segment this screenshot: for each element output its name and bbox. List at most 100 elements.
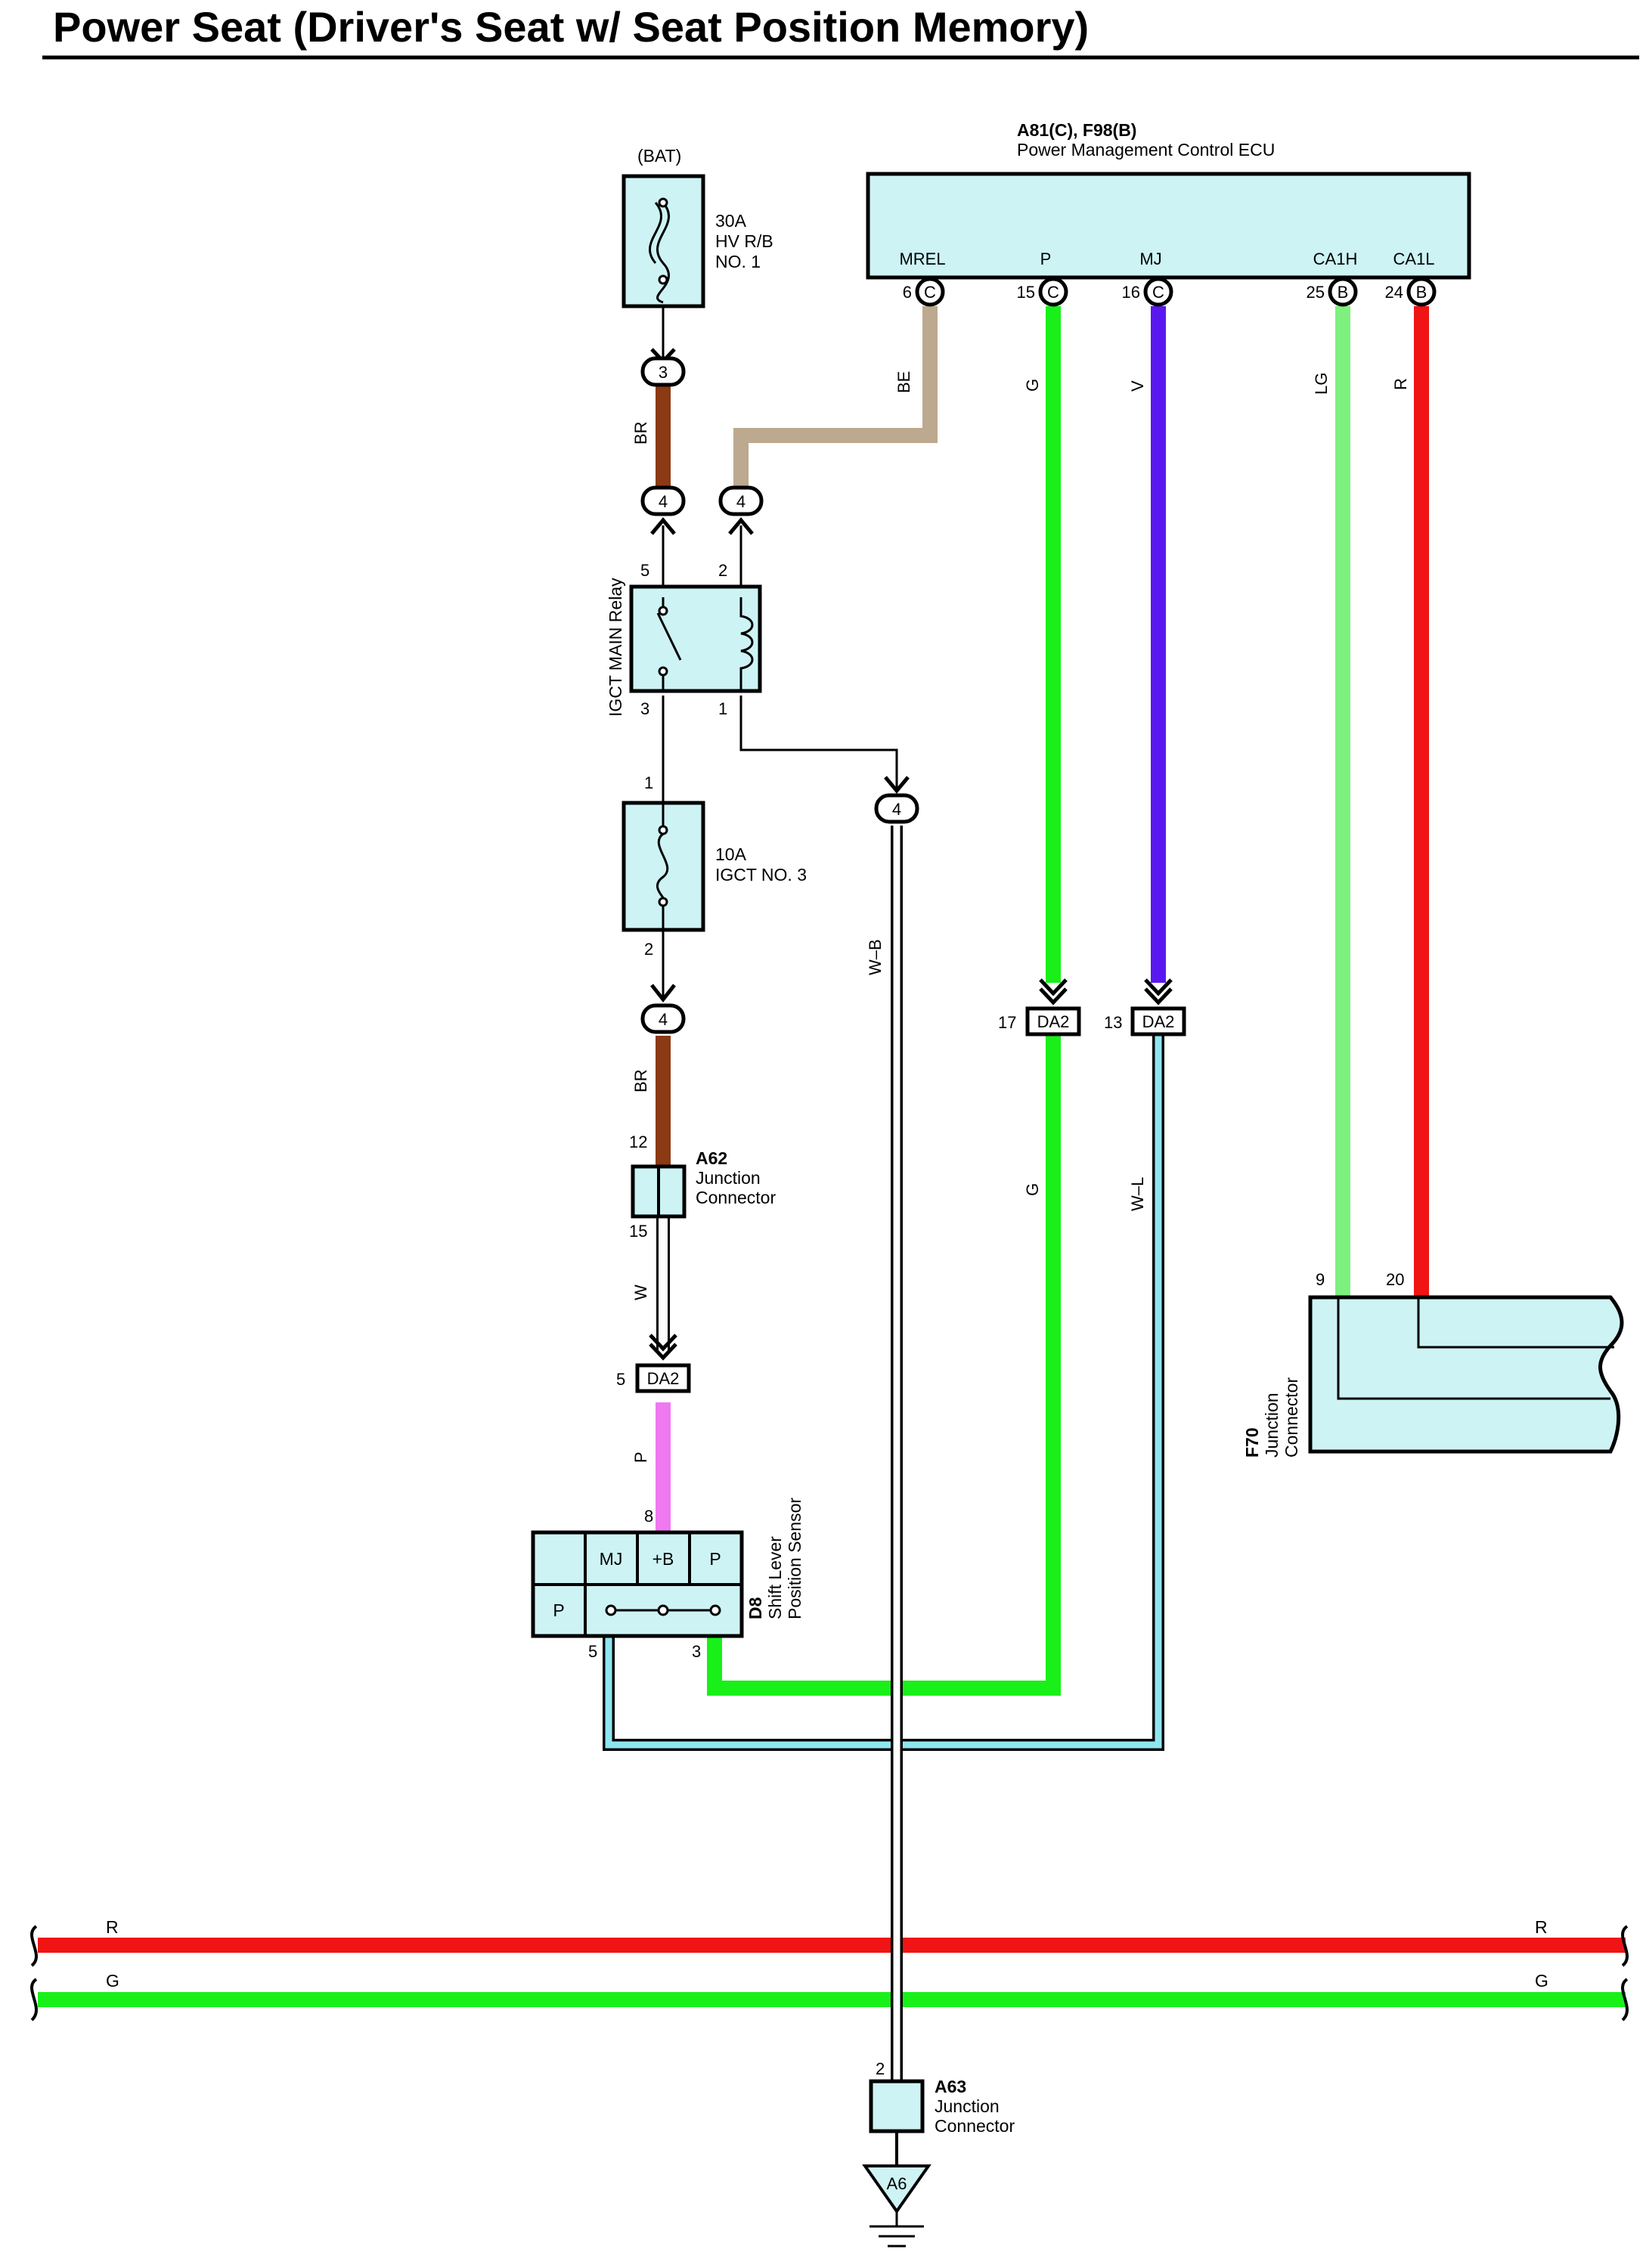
fuse-30a-symbol-icon bbox=[656, 202, 670, 304]
junction-4a: 4 bbox=[640, 485, 686, 535]
ecu-terminal-mj-pin: 16 bbox=[1122, 283, 1140, 302]
fuse-10a-pin-2: 2 bbox=[644, 940, 653, 959]
da2-connector-pin13: DA2 13 bbox=[1104, 978, 1186, 1036]
ecu-terminal-ca1h-connector bbox=[1328, 277, 1358, 307]
junction-3: 3 bbox=[640, 348, 686, 387]
bus-label-g-left: G bbox=[106, 1971, 119, 1991]
a62-code: A62 bbox=[696, 1148, 727, 1168]
relay-pin-2: 2 bbox=[718, 561, 727, 580]
relay-contact-top-icon bbox=[658, 606, 668, 616]
relay-box bbox=[629, 584, 762, 693]
junction-4b: 4 bbox=[718, 485, 764, 535]
da2-pin17-box bbox=[1025, 1006, 1081, 1036]
wire-label-br-upper: BR bbox=[631, 421, 650, 445]
bat-label: (BAT) bbox=[637, 146, 681, 166]
da2-pin13-box bbox=[1130, 1006, 1186, 1036]
junction-4d: 4 bbox=[640, 984, 686, 1034]
fuse-10a-symbol-icon bbox=[656, 832, 669, 899]
da2-pin13-label: DA2 bbox=[1142, 1012, 1175, 1031]
ecu-terminal-ca1l-conn-letter: B bbox=[1416, 283, 1427, 302]
wire-g-lower bbox=[707, 1034, 1061, 1696]
d8-contact-mj-icon bbox=[605, 1604, 617, 1616]
bus-lines: R R G G bbox=[30, 1917, 1629, 2022]
da2-connector-pin17: DA2 17 bbox=[998, 978, 1081, 1036]
f70-line1: Junction bbox=[1262, 1393, 1282, 1458]
da2-pin13-arrow-icon bbox=[1144, 978, 1173, 1005]
a63-junction-connector: 2 A63 Junction Connector A6 bbox=[862, 2059, 1015, 2248]
d8-position-p: P bbox=[553, 1600, 564, 1620]
wire-label-wb: W–B bbox=[866, 939, 885, 975]
d8-terminal-b: +B bbox=[653, 1549, 674, 1569]
power-management-control-ecu: A81(C), F98(B) Power Management Control … bbox=[866, 120, 1471, 307]
ecu-terminal-ca1h-pin: 25 bbox=[1307, 283, 1325, 302]
a63-line1: Junction bbox=[935, 2096, 1000, 2116]
ecu-terminal-p-connector bbox=[1038, 277, 1068, 307]
da2-pin5-box bbox=[635, 1363, 691, 1393]
bus-break-left-icon bbox=[30, 1925, 38, 2022]
fuse-30a-strand-icon bbox=[649, 202, 662, 264]
junction-4c-label: 4 bbox=[892, 800, 901, 819]
fuse-10a-name: IGCT NO. 3 bbox=[715, 865, 807, 885]
a63-box bbox=[869, 2079, 925, 2133]
a63-line2: Connector bbox=[935, 2116, 1015, 2136]
wire-label-w: W bbox=[631, 1284, 650, 1300]
ecu-terminal-mrel-pin: 6 bbox=[903, 283, 912, 302]
junction-4c-oval bbox=[874, 793, 919, 824]
d8-contact-b-icon bbox=[657, 1604, 669, 1616]
da2-pin5-label: DA2 bbox=[647, 1369, 680, 1388]
da2-pin17-label: DA2 bbox=[1037, 1012, 1070, 1031]
a63-pin-2: 2 bbox=[876, 2059, 885, 2078]
relay-pin-3: 3 bbox=[640, 699, 649, 718]
ground-point-label: A6 bbox=[887, 2174, 907, 2193]
junction-4b-oval bbox=[718, 485, 764, 516]
f70-line2: Connector bbox=[1282, 1377, 1301, 1458]
wire-be bbox=[733, 306, 938, 488]
junction-4c-arrow-icon bbox=[884, 776, 910, 794]
ecu-terminal-label-mrel: MREL bbox=[899, 249, 945, 268]
junction-4c: 4 bbox=[874, 776, 919, 824]
relay-name: IGCT MAIN Relay bbox=[606, 578, 625, 717]
junction-4a-label: 4 bbox=[659, 492, 668, 511]
d8-pin-5: 5 bbox=[588, 1642, 597, 1661]
wire-label-lg: LG bbox=[1312, 373, 1331, 395]
ecu-terminal-mj-connector bbox=[1143, 277, 1173, 307]
f70-pin-9: 9 bbox=[1316, 1270, 1325, 1289]
thin-wires bbox=[662, 306, 898, 998]
f70-internal-line-20 bbox=[1417, 1297, 1614, 1349]
junction-3-label: 3 bbox=[659, 363, 668, 382]
page-title: Power Seat (Driver's Seat w/ Seat Positi… bbox=[53, 3, 1089, 51]
d8-shift-lever-position-sensor: 8 MJ +B P P 5 3 D8 Shift Lever Position … bbox=[531, 1498, 804, 1661]
wire-label-r: R bbox=[1391, 378, 1410, 390]
junction-4d-arrow-icon bbox=[650, 984, 676, 1003]
ground-point-icon bbox=[862, 2164, 931, 2214]
ecu-terminal-mrel-connector bbox=[915, 277, 945, 307]
wire-label-wl: W–L bbox=[1128, 1177, 1147, 1211]
ecu-terminal-p-pin: 15 bbox=[1017, 283, 1035, 302]
junction-4b-arrow-icon bbox=[728, 517, 754, 535]
wire-label-p: P bbox=[631, 1452, 650, 1463]
a62-pin-15: 15 bbox=[629, 1222, 647, 1241]
ecu-name: Power Management Control ECU bbox=[1017, 140, 1275, 160]
ecu-terminal-ca1h-conn-letter: B bbox=[1338, 283, 1349, 302]
wire-label-v: V bbox=[1128, 380, 1147, 392]
ecu-code: A81(C), F98(B) bbox=[1017, 120, 1136, 140]
a62-pin-12: 12 bbox=[629, 1132, 647, 1151]
a62-line2: Connector bbox=[696, 1188, 776, 1207]
ecu-terminal-mj-conn-letter: C bbox=[1152, 283, 1164, 302]
ecu-terminal-label-p: P bbox=[1040, 249, 1052, 268]
ecu-terminal-label-mj: MJ bbox=[1139, 249, 1161, 268]
ecu-terminal-label-ca1h: CA1H bbox=[1313, 249, 1358, 268]
ecu-terminal-ca1l-pin: 24 bbox=[1385, 283, 1403, 302]
d8-line2: Position Sensor bbox=[785, 1498, 804, 1619]
wire-label-g-upper: G bbox=[1023, 379, 1042, 392]
bus-label-r-right: R bbox=[1535, 1917, 1548, 1937]
relay-pin-5: 5 bbox=[640, 561, 649, 580]
junction-4d-label: 4 bbox=[659, 1010, 668, 1029]
d8-contact-p-icon bbox=[709, 1604, 721, 1616]
fuse-10a-rating: 10A bbox=[715, 844, 747, 864]
wire-wl-outline bbox=[603, 1034, 1164, 1751]
f70-junction-connector: 9 20 F70 Junction Connector bbox=[1242, 1270, 1624, 1458]
fuse-30a-number: NO. 1 bbox=[715, 252, 761, 271]
junction-4a-oval bbox=[640, 485, 686, 516]
